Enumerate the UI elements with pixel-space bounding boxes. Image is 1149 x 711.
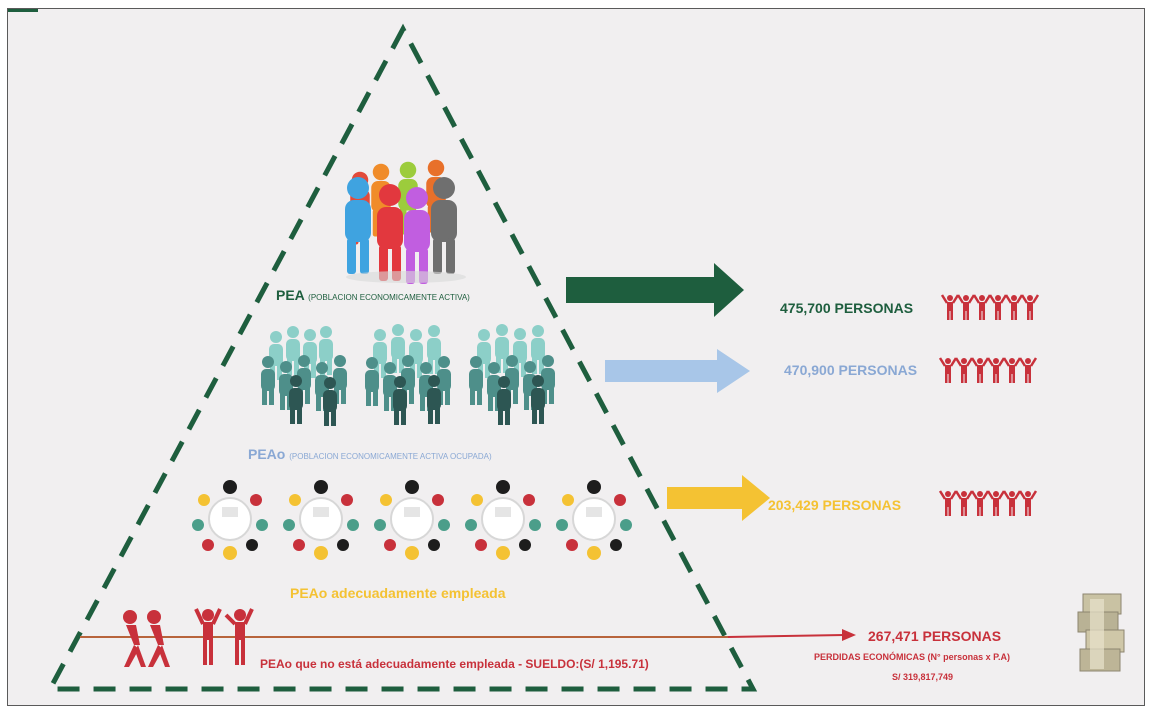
- inadequate-value: 267,471 PERSONAS: [868, 628, 1002, 644]
- colorful-people-crowd-icon: [345, 159, 466, 284]
- diagram-canvas: [45, 23, 1125, 692]
- teal-people-groups-icon: [261, 324, 555, 426]
- inadequate-arrow: [80, 629, 856, 641]
- peao-label: PEAo (POBLACION ECONOMICAMENTE ACTIVA OC…: [248, 446, 492, 462]
- peao-value: 470,900 PERSONAS: [784, 362, 918, 378]
- adequate-label: PEAo adecuadamente empleada: [290, 585, 506, 601]
- adequate-value: 203,429 PERSONAS: [768, 497, 902, 513]
- pea-label: PEA (POBLACION ECONOMICAMENTE ACTIVA): [276, 287, 470, 303]
- round-table-meeting-icon: [191, 479, 633, 561]
- diagram-frame: PEA (POBLACION ECONOMICAMENTE ACTIVA) PE…: [7, 8, 1145, 706]
- peao-arrow: [605, 349, 750, 393]
- loss-value: S/ 319,817,749: [892, 672, 954, 682]
- pyramid-outline: [45, 23, 758, 692]
- loss-label: PERDIDAS ECONÓMICAS (N° personas x P.A): [814, 652, 1010, 662]
- people-row-icon: [938, 293, 1040, 518]
- inadequate-label: PEAo que no está adecuadamente empleada …: [260, 657, 649, 671]
- pea-arrow: [566, 263, 744, 317]
- corner-tab: [8, 9, 38, 12]
- money-stack-icon: [1077, 593, 1125, 672]
- tug-of-war-icon: [123, 608, 254, 667]
- adequate-arrow: [667, 475, 770, 521]
- pea-value: 475,700 PERSONAS: [780, 300, 914, 316]
